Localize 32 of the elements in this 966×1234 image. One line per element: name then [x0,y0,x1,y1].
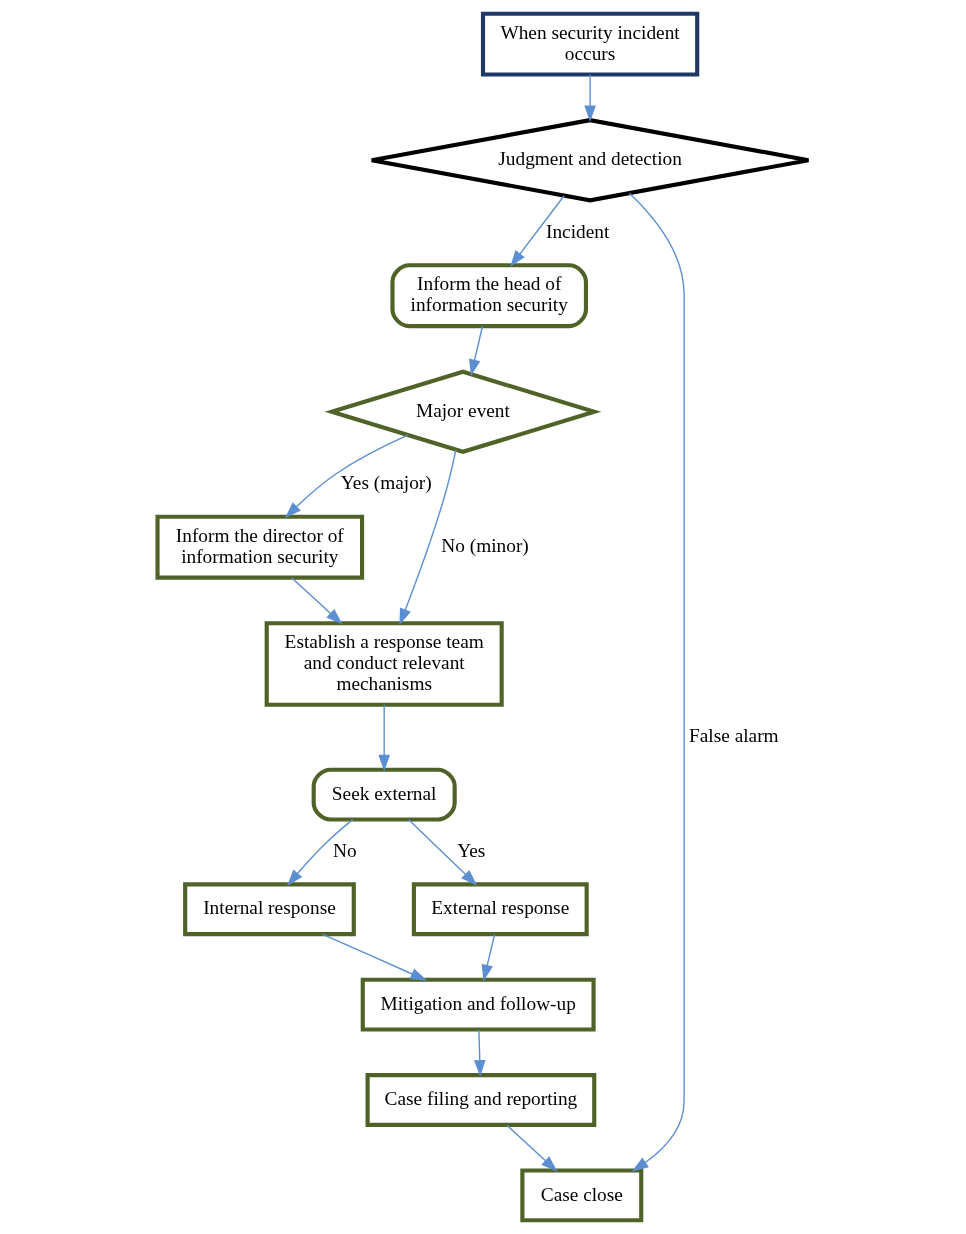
arrow [322,933,427,981]
arrow [584,74,596,122]
node-box: External response [411,882,589,937]
node-box: Internal response [183,882,356,937]
node-diamond: Judgment and detection [369,118,811,203]
arrow [399,449,457,625]
arrow [469,325,484,377]
edge-label: Incident [546,220,610,242]
arrow [506,1124,558,1172]
edge-label: False alarm [689,725,779,747]
arrow [473,1029,486,1077]
arrow [408,819,478,886]
arrow [510,195,565,267]
arrow [291,577,343,625]
arrow [287,818,354,886]
arrow [378,704,390,772]
edge-label: Yes (major) [340,472,432,494]
edge-label: Yes [457,840,486,862]
arrow [628,192,685,1172]
node-box: Case close [520,1168,644,1223]
edge-label: No [332,840,357,862]
node-box: Mitigation and follow-up [360,977,596,1032]
edge-label: No (minor) [441,535,529,557]
node-box: Seek external [311,767,457,822]
node-box: When security incident occurs [480,11,700,77]
node-box: Inform the director of information security [155,514,365,580]
node-box: Inform the head of information security [390,263,589,329]
arrow [481,933,496,982]
node-diamond: Major event [324,369,602,454]
arrow [285,434,409,519]
node-box: Case filing and reporting [365,1073,597,1127]
node-box: Establish a response team and conduct relevant mechanisms [264,621,504,707]
